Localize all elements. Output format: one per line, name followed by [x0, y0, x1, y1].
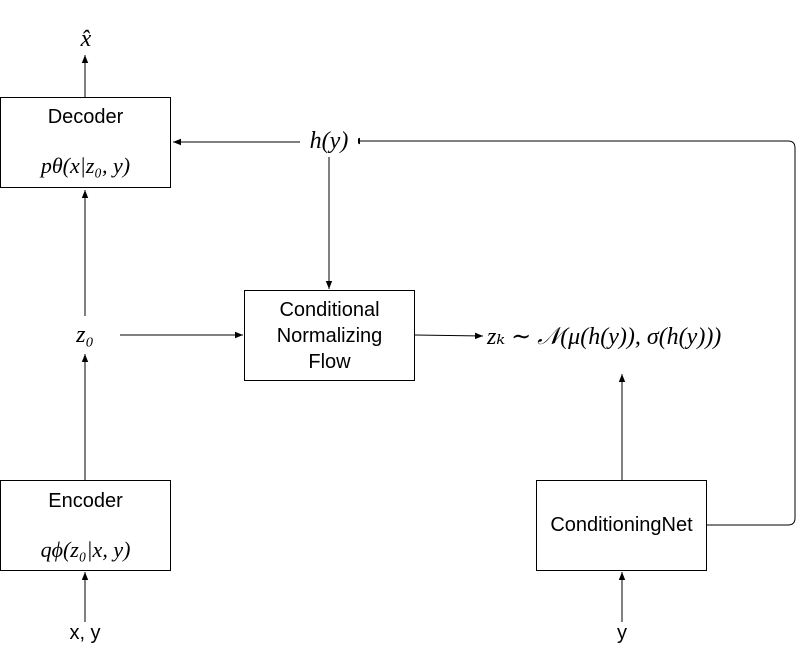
- conditioning-net-title: ConditioningNet: [550, 514, 693, 536]
- decoder-box: Decoder pθ(x|z₀, y): [0, 97, 171, 188]
- flow-label-line3: Flow: [308, 351, 351, 373]
- flow-box: Conditional Normalizing Flow: [244, 290, 415, 381]
- flow-label-line2: Normalizing: [276, 325, 383, 347]
- conditioning-input-label: y: [617, 622, 627, 644]
- encoder-input-label: x, y: [69, 622, 101, 644]
- flow-label-line1: Conditional: [279, 299, 380, 321]
- zk-distribution: zₖ ∼ 𝒩(μ(h(y)), σ(h(y))): [487, 324, 722, 350]
- z0-symbol: z₀: [76, 322, 94, 348]
- flow-label: Conditional Normalizing Flow: [245, 297, 414, 375]
- decoder-title: Decoder: [47, 106, 124, 128]
- arrow-condnet-to-hy: [352, 137, 796, 526]
- decoder-formula: pθ(x|z₀, y): [40, 153, 131, 178]
- encoder-box: Encoder qϕ(z₀|x, y): [0, 480, 171, 571]
- arrow-flow-to-zk: [414, 332, 484, 340]
- encoder-title: Encoder: [48, 490, 123, 512]
- h-y-symbol: h(y): [300, 128, 358, 155]
- conditioning-net-box: ConditioningNet: [536, 480, 707, 571]
- encoder-formula: qϕ(z₀|x, y): [40, 537, 131, 562]
- x-hat-symbol: x̂: [80, 26, 92, 52]
